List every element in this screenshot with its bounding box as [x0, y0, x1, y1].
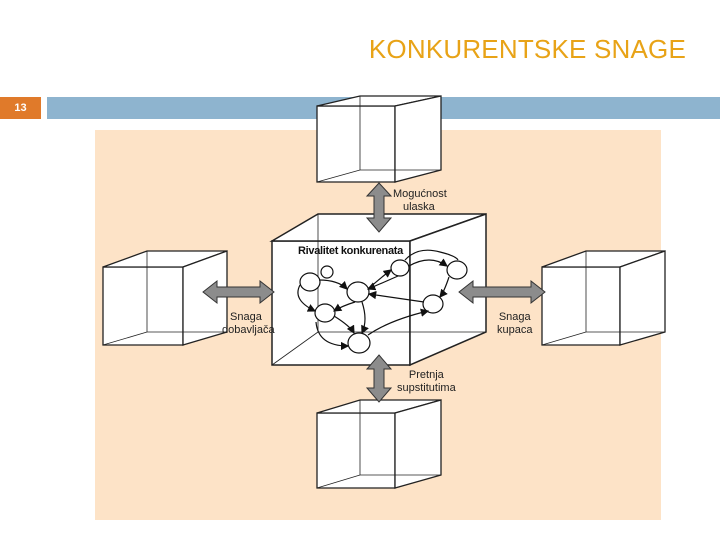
buyers-label: Snaga kupaca: [497, 311, 532, 337]
entry-label: Mogućnost ulaska: [393, 188, 447, 214]
suppliers-label: Snaga dobavljača: [222, 311, 275, 337]
competitor-network: [297, 249, 468, 354]
entry-label-line2: ulaska: [403, 201, 435, 213]
substitutes-label: Pretnja supstitutima: [397, 369, 456, 395]
substitutes-label-line2: supstitutima: [397, 382, 456, 394]
cube-entrants: [316, 95, 442, 183]
arrow-buyers: [458, 279, 546, 305]
force-arrows: [202, 182, 546, 403]
suppliers-label-line1: Snaga: [230, 311, 262, 323]
entry-label-line1: Mogućnost: [393, 188, 447, 200]
suppliers-label-line2: dobavljača: [222, 324, 275, 336]
buyers-label-line1: Snaga: [498, 311, 531, 323]
arrow-suppliers: [202, 279, 275, 305]
slide-title: KONKURENTSKE SNAGE: [368, 34, 686, 64]
arrow-substitutes: [365, 354, 393, 403]
buyers-label-line2: kupaca: [497, 324, 533, 336]
rivalry-label: Rivalitet konkurenata: [298, 245, 403, 257]
cube-suppliers: [102, 250, 228, 346]
arrow-entry: [365, 182, 393, 233]
cube-substitutes: [316, 399, 442, 489]
cube-rivalry: [269, 212, 487, 367]
cube-buyers: [541, 250, 666, 346]
slide-number: 13: [0, 97, 41, 119]
substitutes-label-line1: Pretnja: [408, 369, 444, 381]
